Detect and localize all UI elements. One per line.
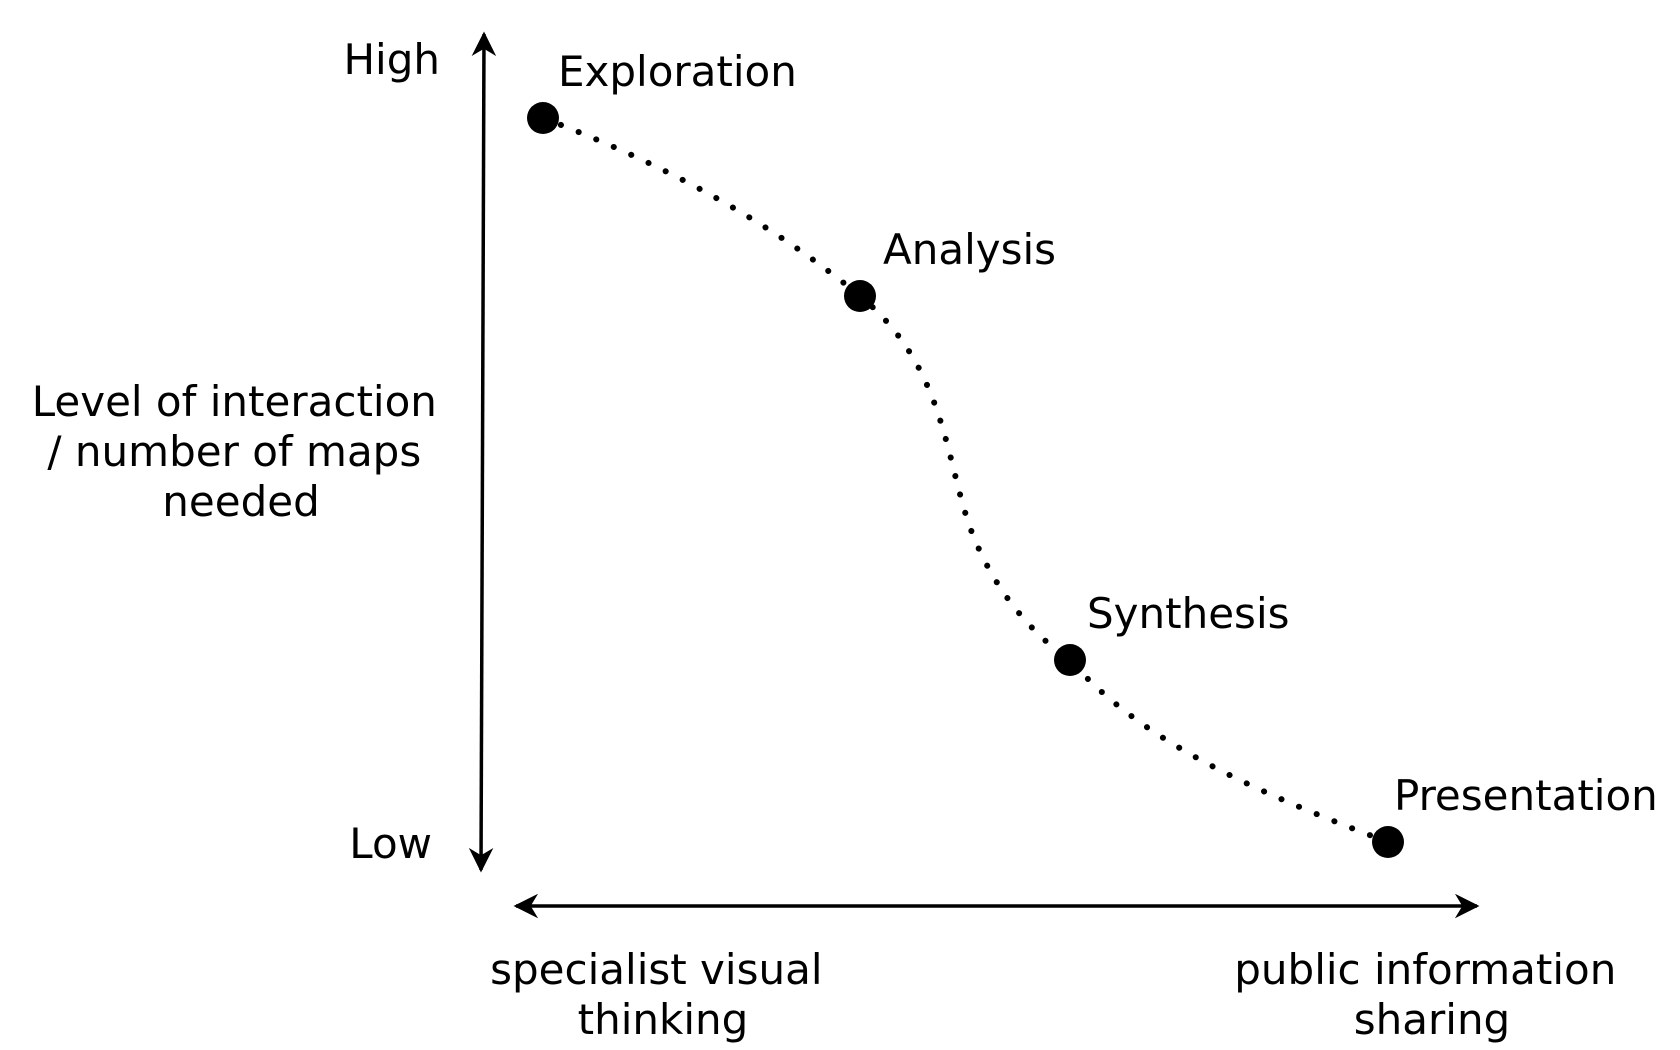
stage-label-presentation: Presentation <box>1394 771 1658 820</box>
stage-point-presentation <box>1372 826 1404 858</box>
stage-point-synthesis <box>1054 644 1086 676</box>
stage-point-exploration <box>527 102 559 134</box>
y-axis-title-line-3: needed <box>162 477 319 526</box>
stage-label-exploration: Exploration <box>558 47 797 96</box>
y-axis-high-label: High <box>343 35 440 84</box>
y-axis-title-line-2: / number of maps <box>47 427 421 476</box>
x-axis-left-label-line-2: thinking <box>578 995 749 1044</box>
x-axis-left-label: specialist visual thinking <box>490 945 836 1044</box>
y-axis-title: Level of interaction / number of maps ne… <box>32 377 451 526</box>
x-axis-right-label: public information sharing <box>1234 945 1629 1044</box>
stage-label-synthesis: Synthesis <box>1087 589 1290 638</box>
x-axis-left-label-line-1: specialist visual <box>490 945 822 994</box>
stage-label-analysis: Analysis <box>883 225 1056 274</box>
x-axis-right-label-line-2: sharing <box>1354 995 1510 1044</box>
y-axis-title-line-1: Level of interaction <box>32 377 437 426</box>
x-axis-right-label-line-1: public information <box>1234 945 1616 994</box>
y-axis-low-label: Low <box>349 819 432 868</box>
y-axis-arrow <box>468 31 497 873</box>
stage-point-analysis <box>844 280 876 312</box>
